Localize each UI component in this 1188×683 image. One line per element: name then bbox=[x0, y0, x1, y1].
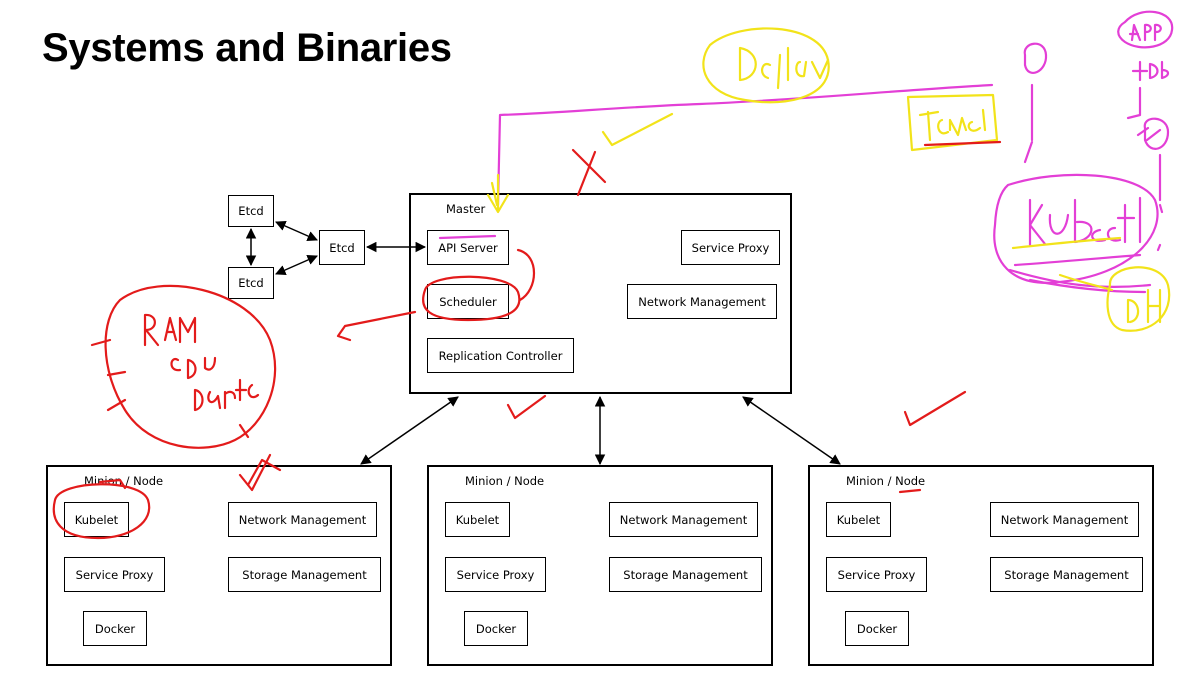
dh-oval bbox=[1106, 266, 1171, 332]
app-oval bbox=[1117, 10, 1174, 49]
replication-controller-box: Replication Controller bbox=[427, 338, 574, 373]
deploy-oval bbox=[702, 27, 830, 104]
etcd-box-2: Etcd bbox=[228, 267, 274, 299]
kubelet-box: Kubelet bbox=[64, 502, 129, 537]
master-node1-link bbox=[360, 396, 459, 465]
network-management-box: Network Management bbox=[228, 502, 377, 537]
storage-management-box: Storage Management bbox=[990, 557, 1143, 592]
kubelet-box: Kubelet bbox=[826, 502, 891, 537]
check-yellow bbox=[601, 112, 674, 147]
slide-title: Systems and Binaries bbox=[42, 26, 452, 70]
etcd-box-main: Etcd bbox=[319, 230, 365, 265]
service-proxy-box: Service Proxy bbox=[826, 557, 927, 592]
network-management-box: Network Management bbox=[609, 502, 758, 537]
deploy-arrow bbox=[486, 173, 510, 214]
kubectl-underline bbox=[1013, 253, 1142, 267]
etcd-link-2 bbox=[275, 254, 318, 276]
check-mark bbox=[903, 390, 967, 427]
etcd-box-1: Etcd bbox=[228, 195, 274, 227]
master-service-proxy-box: Service Proxy bbox=[681, 230, 780, 265]
check-mark bbox=[506, 394, 547, 420]
scheduler-box: Scheduler bbox=[427, 284, 509, 319]
deploy-path-pink bbox=[496, 83, 994, 207]
master-node3-link bbox=[742, 396, 841, 465]
service-proxy-box: Service Proxy bbox=[445, 557, 546, 592]
kubelet-circle bbox=[52, 483, 151, 540]
ram-circle bbox=[104, 284, 277, 449]
scheduler-circle bbox=[422, 275, 521, 322]
storage-management-box: Storage Management bbox=[228, 557, 381, 592]
check-mark bbox=[238, 453, 282, 492]
x-mark bbox=[571, 148, 607, 197]
kubectl-oval bbox=[993, 173, 1159, 284]
kubelet-box: Kubelet bbox=[445, 502, 510, 537]
api-underline-pink bbox=[438, 234, 497, 240]
docker-box: Docker bbox=[464, 611, 528, 646]
etcd-link-1 bbox=[275, 220, 318, 242]
docker-box: Docker bbox=[845, 611, 909, 646]
node-title: Minion / Node bbox=[465, 474, 545, 488]
tomcat-box bbox=[906, 93, 999, 152]
node-title: Minion / Node bbox=[846, 474, 926, 488]
master-title: Master bbox=[446, 202, 486, 216]
storage-management-box: Storage Management bbox=[609, 557, 762, 592]
api-server-box: API Server bbox=[427, 230, 509, 265]
small-oval bbox=[1023, 42, 1048, 74]
docker-box: Docker bbox=[83, 611, 147, 646]
tomcat-underline bbox=[923, 140, 1002, 147]
network-management-box: Network Management bbox=[990, 502, 1139, 537]
service-proxy-box: Service Proxy bbox=[64, 557, 165, 592]
master-network-management-box: Network Management bbox=[627, 284, 777, 319]
img-oval bbox=[1143, 117, 1170, 150]
